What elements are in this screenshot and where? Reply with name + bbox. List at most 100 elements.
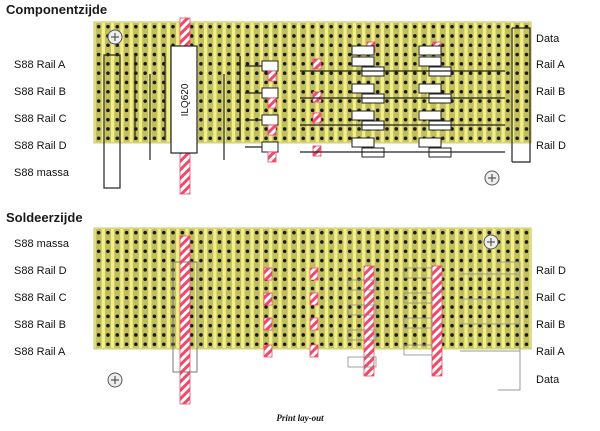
solder-hole	[468, 24, 473, 29]
solder-hole	[124, 34, 129, 38]
solder-hole	[338, 323, 343, 328]
solder-hole	[254, 342, 259, 347]
solder-hole	[96, 89, 101, 94]
solder-hole	[236, 295, 240, 300]
solder-hole	[227, 258, 231, 263]
solder-hole	[227, 305, 231, 309]
solder-hole	[143, 24, 147, 29]
solder-hole	[236, 323, 240, 328]
solder-hole	[375, 136, 380, 141]
solder-hole	[245, 24, 250, 29]
solder-hole	[208, 136, 213, 141]
solder-hole	[506, 62, 510, 66]
solder-hole	[496, 89, 501, 94]
solder-hole	[282, 342, 287, 347]
solder-hole	[347, 268, 352, 272]
solder-hole	[440, 62, 445, 66]
solder-hole	[515, 117, 519, 122]
solder-hole	[152, 342, 157, 347]
solder-hole	[106, 305, 110, 309]
bottom-left-label-massa: S88 massa	[14, 238, 70, 250]
solder-hole	[292, 342, 296, 347]
solder-hole	[143, 52, 147, 57]
solder-hole	[152, 52, 157, 57]
solder-hole	[310, 240, 315, 244]
solder-hole	[199, 286, 203, 291]
solder-hole	[506, 24, 510, 29]
solder-hole	[124, 314, 129, 319]
solder-hole	[375, 249, 380, 254]
solder-hole	[161, 24, 166, 29]
solder-hole	[282, 305, 287, 309]
solder-hole	[254, 305, 259, 309]
solder-hole	[161, 34, 166, 38]
solder-hole	[217, 71, 222, 75]
solder-hole	[329, 108, 333, 113]
solder-hole	[189, 277, 194, 281]
solder-hole	[264, 34, 268, 38]
solder-hole	[468, 333, 473, 337]
solder-hole	[115, 24, 120, 29]
solder-hole	[515, 43, 519, 48]
solder-hole	[375, 43, 380, 48]
solder-hole	[450, 314, 454, 319]
solder-hole	[338, 52, 343, 57]
solder-hole	[301, 333, 306, 337]
solder-hole	[366, 230, 371, 235]
solder-hole	[375, 295, 380, 300]
solder-hole	[496, 80, 501, 85]
solder-hole	[506, 108, 510, 113]
solder-hole	[496, 277, 501, 281]
solder-hole	[357, 230, 361, 235]
solder-hole	[236, 89, 240, 94]
solder-hole	[217, 277, 222, 281]
solder-hole	[143, 295, 147, 300]
solder-hole	[301, 136, 306, 141]
solder-hole	[394, 305, 399, 309]
solder-hole	[106, 136, 110, 141]
solder-hole	[189, 258, 194, 263]
solder-hole	[273, 314, 278, 319]
solder-hole	[347, 258, 352, 263]
solder-hole	[264, 52, 268, 57]
solder-hole	[273, 43, 278, 48]
solder-hole	[320, 24, 324, 29]
solder-hole	[96, 268, 101, 272]
solder-hole	[357, 323, 361, 328]
solder-hole	[394, 277, 399, 281]
solder-hole	[478, 89, 482, 94]
solder-hole	[524, 136, 529, 141]
solder-hole	[115, 249, 120, 254]
solder-hole	[524, 249, 529, 254]
solder-hole	[329, 258, 333, 263]
solder-hole	[347, 277, 352, 281]
solder-hole	[227, 108, 231, 113]
solder-hole	[236, 24, 240, 29]
solder-hole	[264, 43, 268, 48]
solder-hole	[496, 314, 501, 319]
solder-hole	[143, 258, 147, 263]
solder-hole	[394, 71, 399, 75]
solder-hole	[440, 230, 445, 235]
solder-hole	[357, 99, 361, 103]
solder-hole	[347, 117, 352, 122]
solder-hole	[320, 249, 324, 254]
solder-hole	[413, 305, 417, 309]
solder-hole	[515, 52, 519, 57]
solder-hole	[264, 80, 268, 85]
solder-hole	[161, 323, 166, 328]
solder-hole	[496, 117, 501, 122]
solder-hole	[106, 62, 110, 66]
solder-hole	[347, 71, 352, 75]
solder-hole	[227, 240, 231, 244]
solder-hole	[282, 71, 287, 75]
solder-hole	[292, 71, 296, 75]
solder-hole	[496, 342, 501, 347]
solder-hole	[403, 230, 408, 235]
solder-hole	[329, 277, 333, 281]
solder-hole	[106, 314, 110, 319]
solder-hole	[254, 323, 259, 328]
solder-hole	[459, 286, 464, 291]
solder-hole	[413, 136, 417, 141]
solder-hole	[208, 286, 213, 291]
